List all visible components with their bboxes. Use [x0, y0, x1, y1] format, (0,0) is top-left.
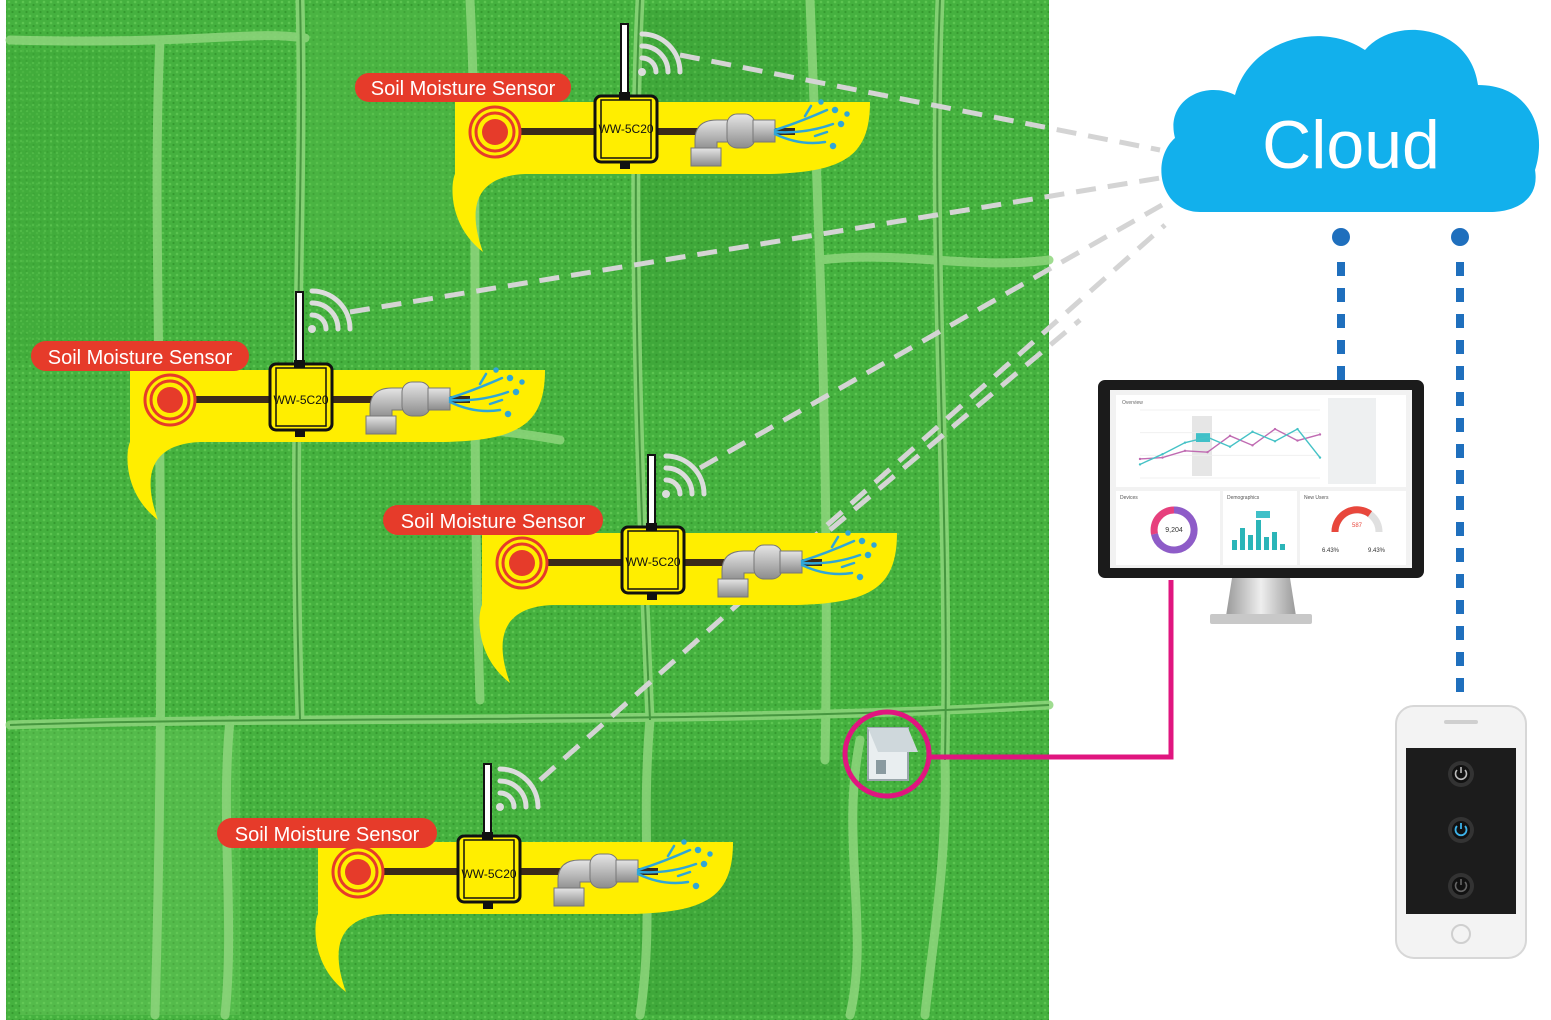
chart-point [1251, 430, 1254, 433]
dashboard-line-chart [1138, 409, 1322, 479]
svg-text:Soil Moisture Sensor: Soil Moisture Sensor [401, 511, 586, 533]
device-label: WW-5C20 [598, 122, 653, 136]
cloud-shape: Cloud [1161, 29, 1540, 213]
svg-text:Soil Moisture Sensor: Soil Moisture Sensor [235, 824, 420, 846]
smartphone [1395, 705, 1527, 959]
new-users-gauge: 587 6.43% 9.43% [1322, 506, 1386, 554]
chart-point [1183, 441, 1187, 444]
chart-point [1318, 456, 1322, 459]
device-label: WW-5C20 [461, 867, 516, 881]
sensor-node-3: WW-5C20 [477, 453, 899, 685]
cloud-label: Cloud [1262, 107, 1440, 183]
sensor-label-2: Soil Moisture Sensor [31, 341, 249, 371]
demographics-bar-chart [1232, 511, 1285, 550]
sensor-node-4: WW-5C20 [313, 762, 735, 994]
chart-point [1318, 433, 1322, 436]
new-users-panel-title: New Users [1304, 495, 1329, 501]
devices-donut-chart: 9,204 [1150, 506, 1198, 554]
chart-point [1273, 440, 1277, 443]
power-button-icon[interactable] [1448, 817, 1474, 843]
desktop-monitor: Overview Devices Demographics New Users … [1098, 380, 1424, 624]
chart-point [1161, 456, 1164, 459]
chart-point [1183, 449, 1187, 452]
chart-point [1206, 450, 1209, 454]
new-users-stat-a: 6.43% [1322, 548, 1340, 554]
devices-total: 9,204 [1165, 527, 1183, 534]
chart-point [1273, 427, 1277, 431]
gateway-link [842, 580, 1174, 799]
demographics-panel-title: Demographics [1227, 495, 1260, 501]
device-label: WW-5C20 [625, 555, 680, 569]
dashboard-title: Overview [1122, 400, 1143, 406]
chart-point [1228, 445, 1232, 448]
new-users-value: 587 [1352, 523, 1363, 529]
chart-point [1296, 427, 1299, 431]
chart-point [1251, 444, 1254, 447]
chart-point [1206, 436, 1209, 439]
chart-point [1161, 453, 1164, 456]
chart-point [1228, 434, 1232, 438]
cloud-to-device-lines [1337, 262, 1464, 700]
power-button-icon[interactable] [1448, 873, 1474, 899]
sensor-label-4: Soil Moisture Sensor [217, 818, 437, 848]
sensor-label-3: Soil Moisture Sensor [383, 505, 603, 535]
svg-text:Soil Moisture Sensor: Soil Moisture Sensor [371, 78, 556, 100]
chart-point [1138, 457, 1142, 461]
device-label: WW-5C20 [273, 393, 328, 407]
power-button-icon[interactable] [1448, 761, 1474, 787]
farmhouse-icon [867, 727, 918, 781]
chart-point [1296, 439, 1299, 442]
svg-text:Soil Moisture Sensor: Soil Moisture Sensor [48, 347, 233, 369]
sensor-node-1: WW-5C20 [450, 22, 872, 254]
cloud-links [1332, 228, 1469, 246]
wireless-links [349, 52, 1167, 782]
devices-panel-title: Devices [1120, 495, 1138, 501]
sensor-node-2: WW-5C20 [125, 291, 547, 522]
new-users-stat-b: 9.43% [1368, 548, 1386, 554]
sensor-label-1: Soil Moisture Sensor [355, 73, 571, 102]
chart-point [1138, 463, 1142, 466]
